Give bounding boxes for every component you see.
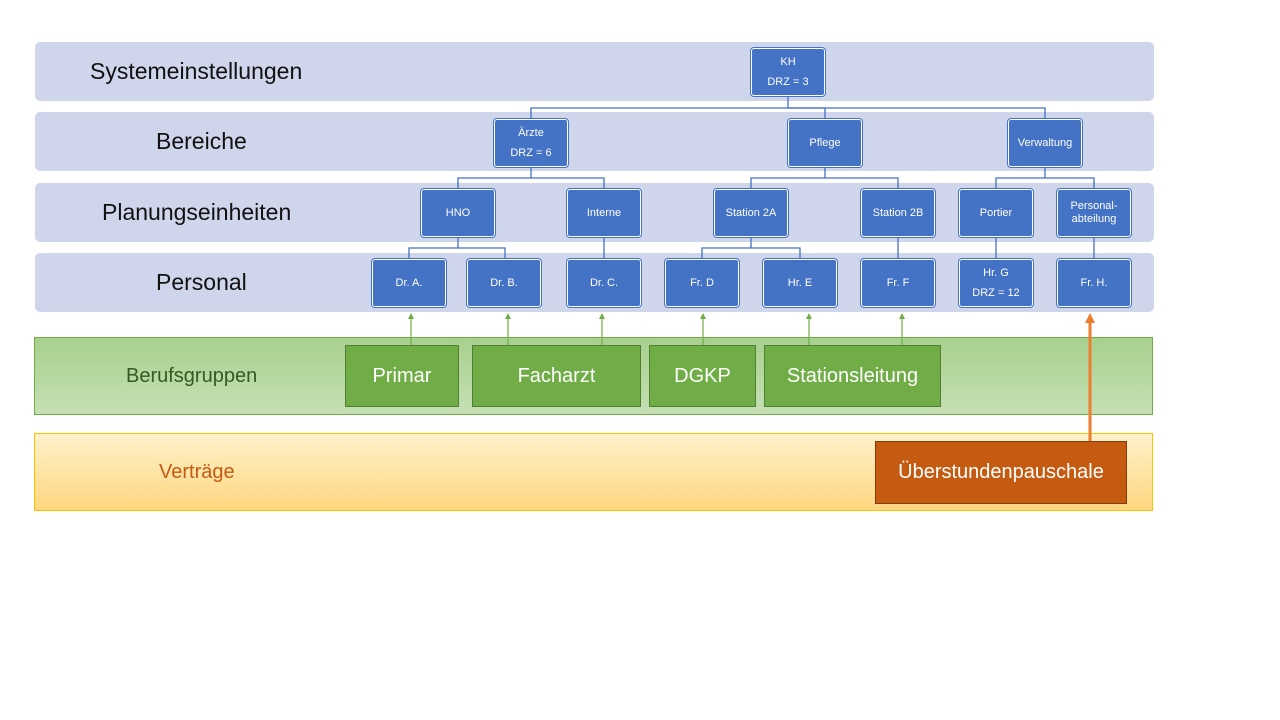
node-kh-drz: DRZ = 3 — [767, 75, 809, 88]
node-fr-f-label: Fr. F — [886, 276, 910, 289]
node-dr-c: Dr. C. — [567, 259, 641, 307]
level-label-planning: Planungseinheiten — [102, 199, 292, 225]
node-personalabteilung-label: Personal-abteilung — [1070, 200, 1118, 225]
node-dr-c-label: Dr. C. — [589, 276, 619, 289]
group-facharzt: Facharzt — [472, 345, 641, 407]
level-label-staff: Personal — [156, 269, 247, 295]
node-dr-a: Dr. A. — [372, 259, 446, 307]
node-station-2b-label: Station 2B — [872, 206, 924, 219]
node-portier: Portier — [959, 189, 1033, 237]
node-personalabteilung: Personal-abteilung — [1057, 189, 1131, 237]
node-dr-a-label: Dr. A. — [395, 276, 423, 289]
node-dr-b: Dr. B. — [467, 259, 541, 307]
node-hno: HNO — [421, 189, 495, 237]
node-hr-e-label: Hr. E — [787, 276, 813, 289]
group-primar: Primar — [345, 345, 459, 407]
node-fr-f: Fr. F — [861, 259, 935, 307]
node-kh: KH DRZ = 3 — [751, 48, 825, 96]
node-station-2a: Station 2A — [714, 189, 788, 237]
node-hr-g: Hr. G DRZ = 12 — [959, 259, 1033, 307]
node-pflege-label: Pflege — [809, 136, 841, 149]
node-interne-label: Interne — [586, 206, 622, 219]
node-hr-g-drz: DRZ = 12 — [972, 286, 1020, 299]
node-fr-h-label: Fr. H. — [1080, 276, 1108, 289]
node-verwaltung-label: Verwaltung — [1017, 136, 1073, 149]
group-stationsleitung: Stationsleitung — [764, 345, 941, 407]
node-aerzte-label: Ärzte — [518, 126, 544, 139]
band-system — [35, 42, 1154, 101]
node-fr-d: Fr. D — [665, 259, 739, 307]
node-aerzte: Ärzte DRZ = 6 — [494, 119, 568, 167]
level-label-areas: Bereiche — [156, 128, 247, 154]
node-fr-h: Fr. H. — [1057, 259, 1131, 307]
node-dr-b-label: Dr. B. — [490, 276, 518, 289]
node-interne: Interne — [567, 189, 641, 237]
node-station-2b: Station 2B — [861, 189, 935, 237]
node-portier-label: Portier — [979, 206, 1013, 219]
contracts-label: Verträge — [159, 461, 235, 483]
node-station-2a-label: Station 2A — [725, 206, 777, 219]
node-hno-label: HNO — [445, 206, 471, 219]
node-hr-g-label: Hr. G — [983, 266, 1009, 279]
level-label-system: Systemeinstellungen — [90, 58, 303, 84]
node-aerzte-drz: DRZ = 6 — [510, 146, 552, 159]
groups-label: Berufsgruppen — [126, 365, 258, 387]
node-verwaltung: Verwaltung — [1008, 119, 1082, 167]
node-kh-label: KH — [780, 55, 796, 68]
contract-ueberstundenpauschale: Überstundenpauschale — [875, 441, 1127, 504]
node-hr-e: Hr. E — [763, 259, 837, 307]
band-areas — [35, 112, 1154, 171]
node-pflege: Pflege — [788, 119, 862, 167]
group-dgkp: DGKP — [649, 345, 756, 407]
node-fr-d-label: Fr. D — [690, 276, 714, 289]
